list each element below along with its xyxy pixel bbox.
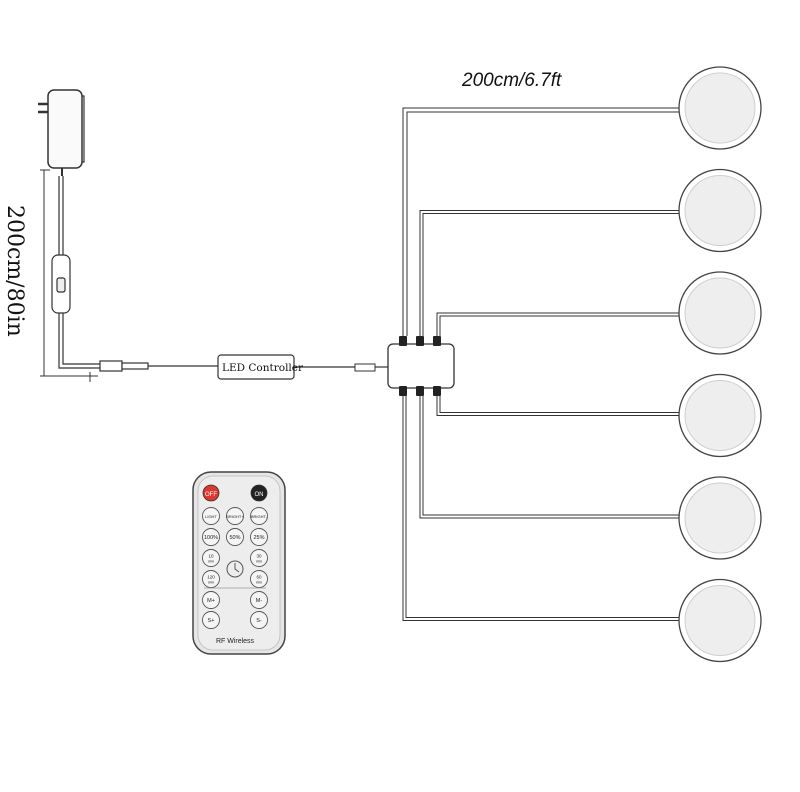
- remote-button-label: 120: [207, 575, 215, 580]
- adapter-cable: [51, 176, 100, 369]
- top-length-label: 200cm/6.7ft: [461, 70, 562, 91]
- puck-light: [678, 66, 762, 150]
- remote-button-label: LIGHT: [205, 514, 217, 519]
- puck-light: [678, 271, 762, 355]
- remote-button[interactable]: 100%: [202, 528, 220, 546]
- remote-button[interactable]: LIGHT: [202, 507, 220, 525]
- light-cable: [436, 312, 681, 336]
- power-adapter: [38, 89, 85, 176]
- remote-button-label: 60: [256, 575, 262, 580]
- puck-lights: [678, 66, 762, 663]
- remote-button-sublabel: min: [256, 581, 262, 585]
- remote-button[interactable]: 50%: [226, 528, 244, 546]
- puck-light: [678, 373, 762, 458]
- remote-button-sublabel: min: [208, 560, 214, 564]
- led-controller: [217, 354, 388, 380]
- off-button-label: OFF: [205, 492, 217, 498]
- remote-button-label: 25%: [253, 535, 264, 541]
- remote-button-label: 30: [256, 554, 262, 559]
- remote-button[interactable]: BRIGHT-: [250, 507, 268, 525]
- puck-light: [678, 168, 762, 253]
- timer-dial-icon: [226, 560, 244, 578]
- remote-button-label: BRIGHT+: [226, 514, 244, 519]
- remote-button[interactable]: S+: [202, 611, 220, 629]
- light-cable: [436, 396, 681, 416]
- side-dimension: [40, 169, 98, 382]
- light-cable: [419, 210, 681, 336]
- on-button: [250, 484, 268, 502]
- dc-cable: [99, 360, 218, 372]
- controller-label: LED Controller: [222, 362, 304, 374]
- remote-button-label: M-: [256, 598, 263, 604]
- remote-button[interactable]: BRIGHT+: [226, 507, 244, 525]
- on-button-label: ON: [255, 492, 264, 498]
- remote-button[interactable]: S-: [250, 611, 268, 629]
- side-length-label: 200cm/80in: [2, 205, 27, 337]
- remote-button-label: 50%: [229, 535, 240, 541]
- light-cable: [402, 396, 681, 621]
- remote-button-label: M+: [207, 598, 215, 604]
- remote-button[interactable]: M-: [250, 591, 268, 609]
- remote-button-label: BRIGHT-: [251, 514, 268, 519]
- remote-button-label: S-: [256, 618, 262, 624]
- light-cables: [402, 107, 681, 621]
- remote-footer: RF Wireless: [216, 638, 255, 645]
- remote-button-label: 100%: [204, 535, 218, 541]
- light-cable: [419, 396, 681, 519]
- off-button: [202, 484, 220, 502]
- light-cable: [402, 107, 681, 336]
- puck-light: [678, 476, 762, 560]
- remote-button-sublabel: min: [256, 560, 262, 564]
- distribution-hub: [387, 336, 455, 396]
- remote-button-label: 10: [208, 554, 214, 559]
- remote-button-label: S+: [208, 618, 215, 624]
- remote-button[interactable]: 25%: [250, 528, 268, 546]
- puck-light: [678, 578, 762, 663]
- remote-button-sublabel: min: [208, 581, 214, 585]
- remote-button[interactable]: M+: [202, 591, 220, 609]
